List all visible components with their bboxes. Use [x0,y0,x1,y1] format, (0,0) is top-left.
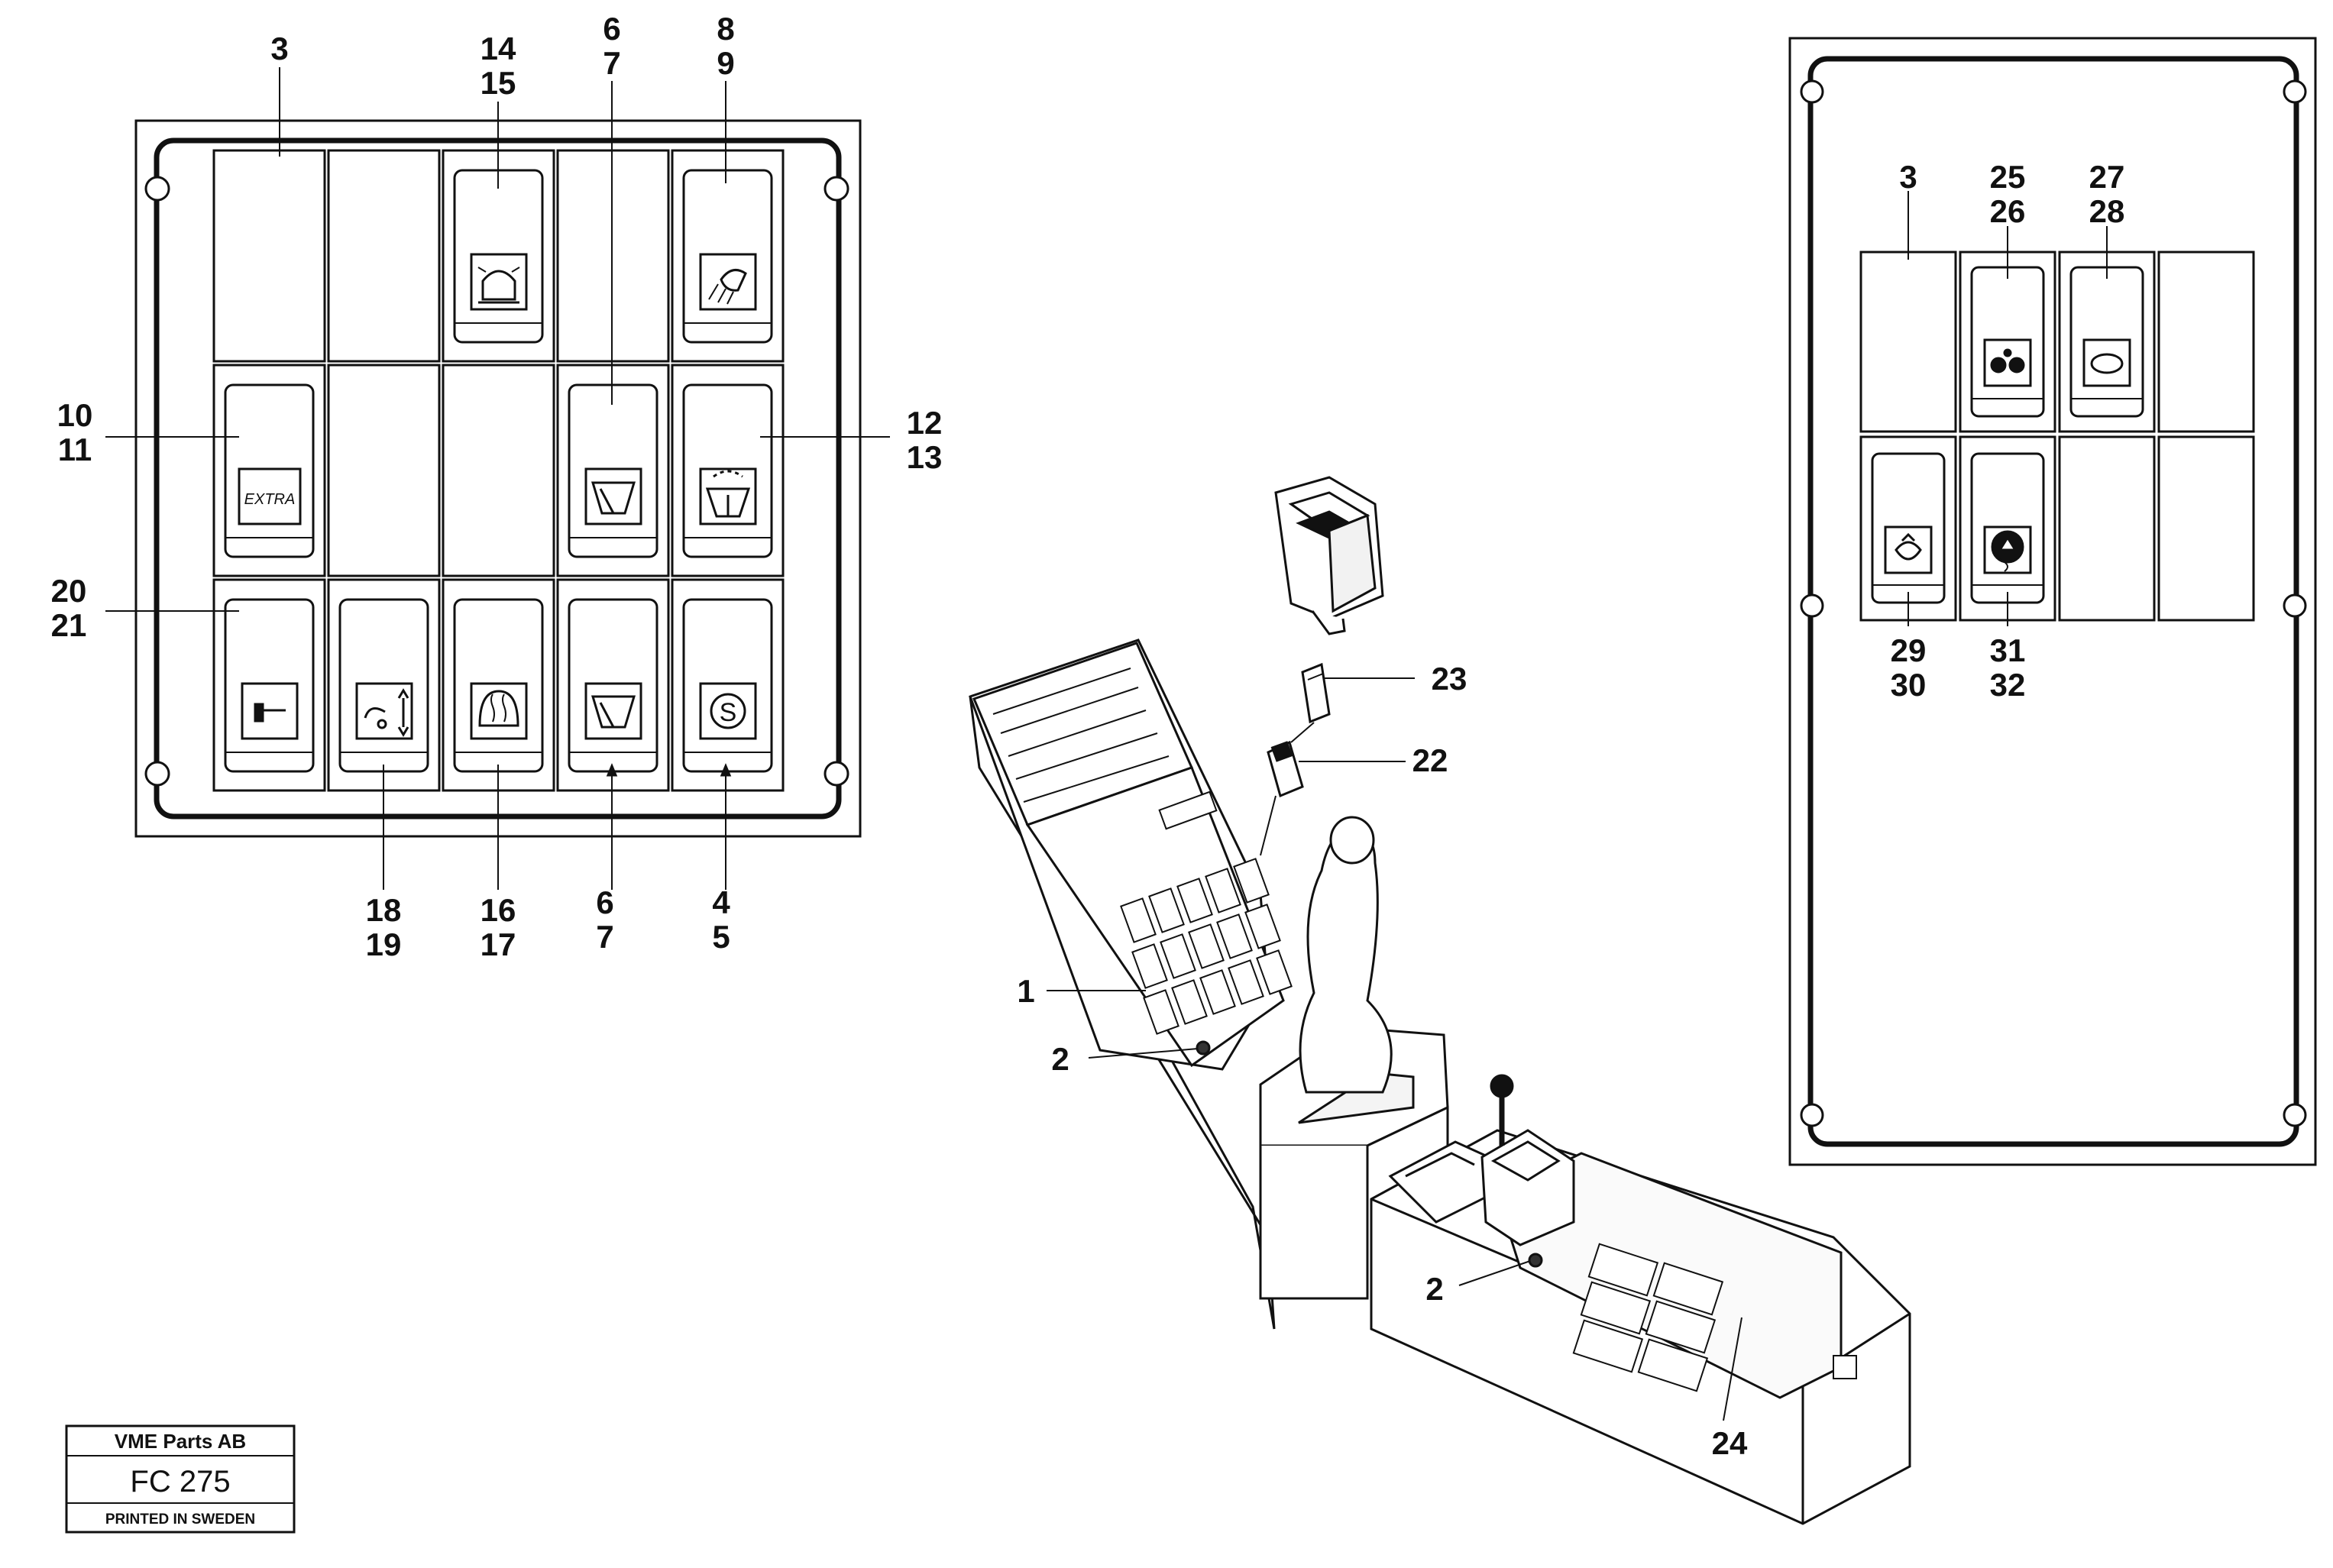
callout-8: 8 [717,11,734,47]
rotation-icon [2082,338,2131,387]
title-block: VME Parts AB FC 275 PRINTED IN SWEDEN [65,1424,296,1534]
wiper-interval-icon [584,682,642,740]
callout-10: 10 [57,397,93,433]
callout-16: 16 [481,892,516,928]
callout-18: 18 [366,892,402,928]
lift-arrow-icon [1983,525,2032,574]
callout-5: 5 [712,919,730,955]
parking-brake-icon: S [699,682,757,740]
callout-30: 30 [1891,667,1927,703]
screw-icon [1196,1040,1211,1056]
callout-27: 27 [2089,159,2125,195]
callout-26: 26 [1990,193,2026,229]
work-light-icon [699,253,757,311]
connector-plug-22 [1267,740,1304,798]
rocker-switch-detail [1274,476,1384,635]
panel-screw [824,761,849,787]
connector-plug-23 [1301,662,1331,724]
callout-2-upper: 2 [1051,1041,1069,1077]
extra-switch-label: EXTRA [244,491,296,508]
panel-screw [144,176,170,202]
callout-6-top: 6 [603,11,620,47]
callout-28: 28 [2089,193,2125,229]
callout-25: 25 [1990,159,2026,195]
callout-15: 15 [481,65,516,101]
callout-31: 31 [1990,632,2026,668]
callout-1: 1 [1017,973,1034,1009]
control-console-assembly [969,476,1911,1525]
callout-24: 24 [1712,1425,1748,1461]
printed-in: PRINTED IN SWEDEN [105,1511,255,1528]
panel-screw [144,761,170,787]
callout-2-lower: 2 [1425,1271,1443,1307]
differential-lock-icon [1983,338,2032,387]
panel-screw [824,176,849,202]
svg-text:S: S [720,698,737,727]
rear-window-heater-icon [470,682,528,740]
callout-21: 21 [51,607,87,643]
hammer-icon [241,682,299,740]
panel-screw [1800,79,1824,104]
front-wiper-icon [584,467,642,525]
callout-23: 23 [1432,661,1467,697]
extra-switch-icon: EXTRA [238,467,302,525]
callout-3-right: 3 [1899,159,1917,195]
callout-11: 11 [58,432,92,467]
panel-screw [2283,593,2307,618]
left-switch-panel: EXTRA [51,11,943,962]
bucket-positioner-icon [1884,525,1933,574]
rear-wiper-icon [699,467,757,525]
callout-9: 9 [717,45,734,81]
callout-14: 14 [481,31,516,66]
screw-icon [1528,1253,1543,1268]
company-name: VME Parts AB [115,1430,246,1453]
callout-6-bottom: 6 [596,884,613,920]
panel-screw [1800,1103,1824,1127]
callout-13: 13 [907,439,943,475]
callout-4: 4 [712,884,730,920]
callout-20: 20 [51,573,87,609]
panel-screw [2283,79,2307,104]
callout-22: 22 [1412,742,1448,778]
callout-29: 29 [1891,632,1927,668]
callout-32: 32 [1990,667,2026,703]
callout-7-bottom: 7 [596,919,613,955]
panel-screw [2283,1103,2307,1127]
panel-screw [1800,593,1824,618]
right-switch-panel: 3 25 26 27 28 29 30 31 32 [1788,37,2317,1166]
callout-17: 17 [481,926,516,962]
callout-7-top: 7 [603,45,620,81]
callout-3-left: 3 [270,31,288,66]
drawing-code: FC 275 [130,1465,230,1498]
callout-19: 19 [366,926,402,962]
callout-12: 12 [907,405,943,441]
beacon-light-icon [470,253,528,311]
float-position-icon [355,682,413,740]
